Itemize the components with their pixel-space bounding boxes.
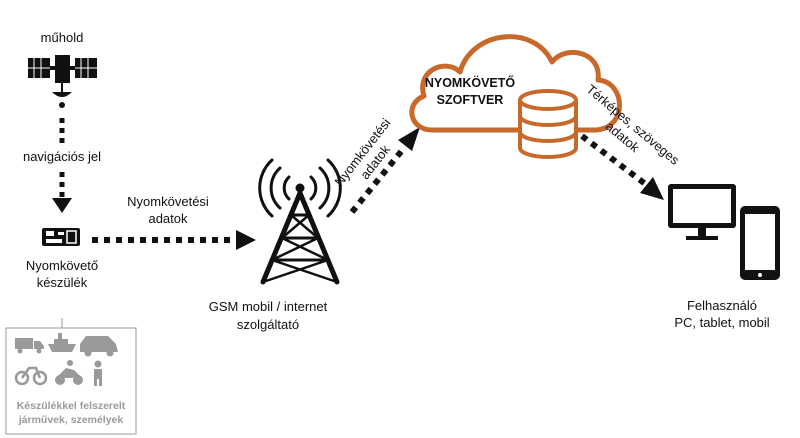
cloud-to-user-arrowhead	[640, 177, 664, 200]
signal-label: navigációs jel	[23, 149, 101, 164]
tracker-label-1: Nyomkövető	[26, 258, 98, 273]
bicycle-icon	[14, 366, 48, 386]
cell-tower-icon	[258, 158, 342, 285]
cloud-label-2: SZOFTVER	[437, 93, 504, 107]
satellite-icon	[28, 55, 97, 108]
ship-icon	[48, 333, 76, 352]
truck-icon	[15, 338, 44, 354]
monitor-icon	[668, 184, 736, 240]
tracker-device-icon	[42, 228, 80, 246]
tablet-icon	[740, 206, 780, 280]
tower-to-cloud-arrowhead	[398, 127, 420, 151]
motorcycle-icon	[55, 360, 83, 385]
user-label-1: Felhasználó	[687, 298, 757, 313]
vehicles-caption-2: járművek, személyek	[18, 414, 124, 426]
tower-to-cloud-arrow	[349, 146, 407, 214]
tower-label-1: GSM mobil / internet	[209, 299, 328, 314]
user-label-2: PC, tablet, mobil	[674, 315, 769, 330]
tracker-to-tower-label-2: adatok	[148, 211, 188, 226]
tracker-label-2: készülék	[37, 275, 88, 290]
cloud-to-user-arrow	[580, 133, 650, 189]
person-icon	[94, 360, 102, 386]
tracker-to-tower-arrowhead	[236, 230, 256, 250]
car-icon	[80, 336, 118, 357]
signal-arrow-head	[52, 198, 72, 213]
tower-label-2: szolgáltató	[237, 317, 299, 332]
cloud-label-1: NYOMKÖVETŐ	[425, 75, 516, 90]
satellite-label: műhold	[41, 30, 84, 45]
database-icon	[518, 89, 578, 159]
vehicles-caption-1: Készülékkel felszerelt	[17, 400, 126, 412]
tracker-to-tower-label-1: Nyomkövetési	[127, 194, 209, 209]
